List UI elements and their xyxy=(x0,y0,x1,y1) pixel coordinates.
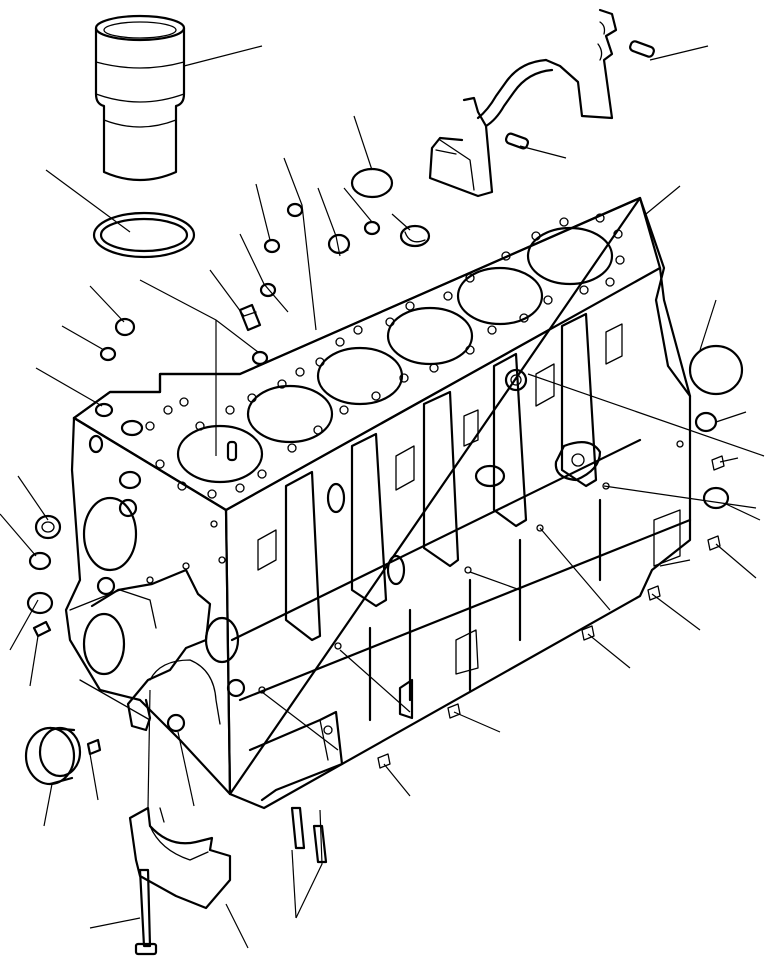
cylinder-block-icon xyxy=(64,196,692,810)
front-seals-icon xyxy=(26,514,186,756)
front-cover-plug-icon xyxy=(24,726,82,786)
expansion-plugs-icon xyxy=(99,167,648,366)
oil-jet-icon xyxy=(238,303,262,332)
liner-o-ring-icon xyxy=(92,211,196,259)
side-plugs-icon xyxy=(377,344,744,769)
mounting-bracket-icon xyxy=(428,8,655,198)
block-bolts-icon xyxy=(290,806,328,864)
main-bearing-bolt-icon xyxy=(134,868,158,956)
callout-leader-lines xyxy=(0,45,765,949)
cylinder-liner-icon xyxy=(94,14,186,182)
main-bearing-cap-icon xyxy=(128,806,232,910)
